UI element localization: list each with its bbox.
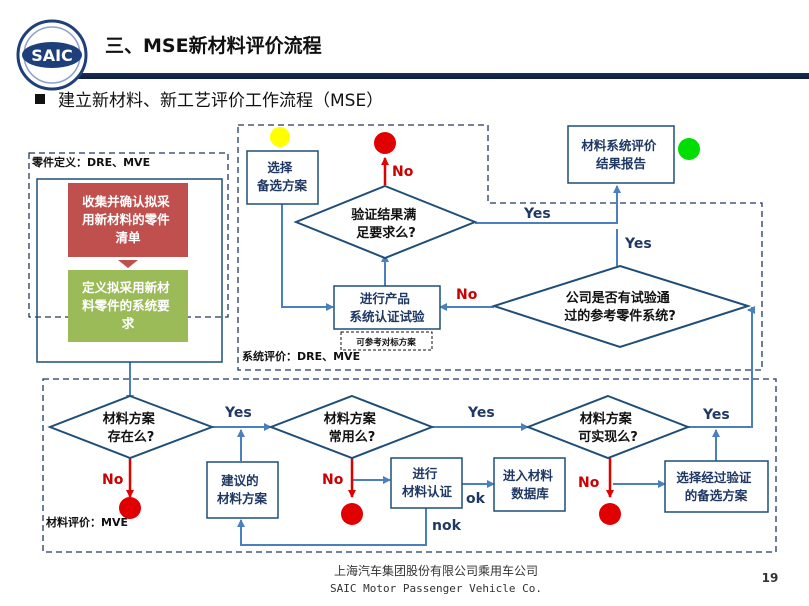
bullet-square (35, 94, 45, 104)
collect-line-3: 清单 (115, 230, 141, 245)
select-verified-line-1: 选择经过验证 (676, 470, 752, 485)
red-stop-dot-common (341, 503, 363, 525)
define-req-box (68, 270, 188, 342)
company-line-1: 公司是否有试验通 (566, 290, 670, 306)
select-verified-box (664, 460, 769, 513)
report-box (567, 125, 675, 184)
connectors (126, 185, 755, 546)
test-box (333, 285, 441, 330)
page-subtitle: 建立新材料、新工艺评价工作流程（MSE） (58, 91, 383, 111)
select-alt-box (246, 150, 319, 205)
page-title: 三、MSE新材料评价流程 (105, 34, 322, 57)
svg-text:材料方案 存在么?: 材料方案 存在么? (103, 411, 160, 445)
verify-line-2: 足要求么? (356, 225, 416, 241)
svg-text:材料系统评价 结果报告: 材料系统评价 结果报告 (580, 138, 660, 171)
part-def-label: 零件定义：DRE、MVE (31, 155, 150, 169)
green-status-dot (678, 138, 700, 160)
yellow-status-dot (270, 127, 290, 147)
no-label-company: No (456, 287, 478, 303)
footer-company-en: SAIC Motor Passenger Vehicle Co. (330, 582, 542, 595)
ref-note-text: 可参考对标方案 (356, 337, 416, 348)
select-alt-line-2: 备选方案 (256, 178, 308, 193)
company-sys-diamond (490, 264, 752, 349)
verify-diamond (293, 184, 478, 260)
database-line-1: 进入材料 (503, 468, 554, 483)
logo-text: SAIC (31, 46, 73, 65)
no-connectors (126, 157, 614, 498)
collect-box (68, 183, 188, 257)
database-line-2: 数据库 (510, 486, 549, 501)
test-line-2: 系统认证试验 (349, 309, 425, 324)
database-box (493, 457, 566, 512)
verify-line-1: 验证结果满 (351, 207, 416, 223)
svg-text:选择经过验证 的备选方案: 选择经过验证 的备选方案 (676, 470, 755, 503)
mat-common-diamond (268, 394, 435, 460)
certify-line-1: 进行 (412, 466, 438, 481)
ok-label: ok (466, 491, 486, 507)
no-label-verify: No (392, 164, 414, 180)
select-verified-line-2: 的备选方案 (685, 488, 748, 503)
red-stop-dot-feasible (599, 503, 621, 525)
no-label-exist: No (102, 472, 124, 488)
header: SAIC 三、MSE新材料评价流程 建立新材料、新工艺评价工作流程（MSE） (16, 19, 809, 111)
report-line-2: 结果报告 (596, 156, 647, 171)
svg-text:公司是否有试验通 过的参考零件系统?: 公司是否有试验通 过的参考零件系统? (564, 290, 676, 324)
mat-feasible-diamond (525, 394, 691, 460)
define-line-2: 料零件的系统要 (82, 298, 170, 313)
system-eval-label: 系统评价：DRE、MVE (242, 349, 360, 363)
system-eval-region (237, 124, 763, 371)
nok-label: nok (432, 518, 462, 534)
company-line-2: 过的参考零件系统? (564, 308, 676, 324)
collect-line-2: 用新材料的零件 (81, 212, 170, 227)
collect-line-1: 收集并确认拟采 (82, 194, 170, 209)
mat-feasible-line-1: 材料方案 (580, 411, 633, 427)
no-label-common: No (322, 472, 344, 488)
suggested-box (206, 461, 279, 519)
yes-label-common: Yes (467, 405, 495, 421)
material-eval-region (42, 378, 777, 553)
yes-label-company: Yes (624, 236, 652, 252)
svg-text:材料方案 常用么?: 材料方案 常用么? (324, 411, 381, 445)
svg-text:材料方案 可实现么?: 材料方案 可实现么? (578, 411, 638, 445)
svg-text:进行 材料认证: 进行 材料认证 (401, 466, 453, 499)
edge-labels: No Yes Yes No Yes No Yes No ok nok Yes N… (102, 164, 730, 534)
material-eval-label: 材料评价：MVE (46, 515, 128, 529)
ref-note-box (340, 331, 433, 351)
saic-logo: SAIC (16, 19, 88, 91)
mat-exist-line-1: 材料方案 (103, 411, 156, 427)
svg-text:收集并确认拟采 用新材料的零件 清单: 收集并确认拟采 用新材料的零件 清单 (81, 194, 174, 245)
svg-text:进入材料 数据库: 进入材料 数据库 (503, 468, 557, 501)
svg-text:选择 备选方案: 选择 备选方案 (256, 160, 308, 193)
suggested-line-1: 建议的 (221, 473, 259, 488)
yes-label-verify: Yes (523, 206, 551, 222)
test-line-1: 进行产品 (360, 291, 410, 306)
certify-box (390, 457, 463, 509)
suggested-line-2: 材料方案 (216, 491, 268, 506)
svg-text:建议的 材料方案: 建议的 材料方案 (216, 473, 268, 506)
define-line-1: 定义拟采用新材 (81, 280, 170, 295)
svg-text:进行产品 系统认证试验: 进行产品 系统认证试验 (349, 291, 425, 324)
part-def-box (36, 178, 223, 363)
page-number: 19 (762, 571, 779, 585)
red-stop-dot-exist (119, 497, 141, 519)
red-stop-dot-verify (374, 132, 396, 154)
yes-label-exist: Yes (224, 405, 252, 421)
report-line-1: 材料系统评价 (580, 138, 657, 153)
header-bar (60, 73, 809, 79)
no-label-feasible: No (578, 475, 600, 491)
certify-line-2: 材料认证 (401, 484, 453, 499)
svg-text:定义拟采用新材 料零件的系统要 求: 定义拟采用新材 料零件的系统要 求 (81, 280, 174, 331)
footer-company-cn: 上海汽车集团股份有限公司乘用车公司 (334, 563, 538, 578)
mat-exist-line-2: 存在么? (108, 429, 155, 445)
svg-text:验证结果满 足要求么?: 验证结果满 足要求么? (351, 207, 421, 241)
mat-feasible-line-2: 可实现么? (578, 429, 638, 445)
mat-exist-diamond (47, 394, 215, 460)
collect-down-arrow (118, 260, 138, 268)
mat-common-line-2: 常用么? (329, 429, 376, 445)
select-alt-line-1: 选择 (267, 160, 293, 175)
define-line-3: 求 (122, 316, 135, 331)
mat-common-line-1: 材料方案 (324, 411, 377, 427)
yes-label-feasible: Yes (702, 407, 730, 423)
